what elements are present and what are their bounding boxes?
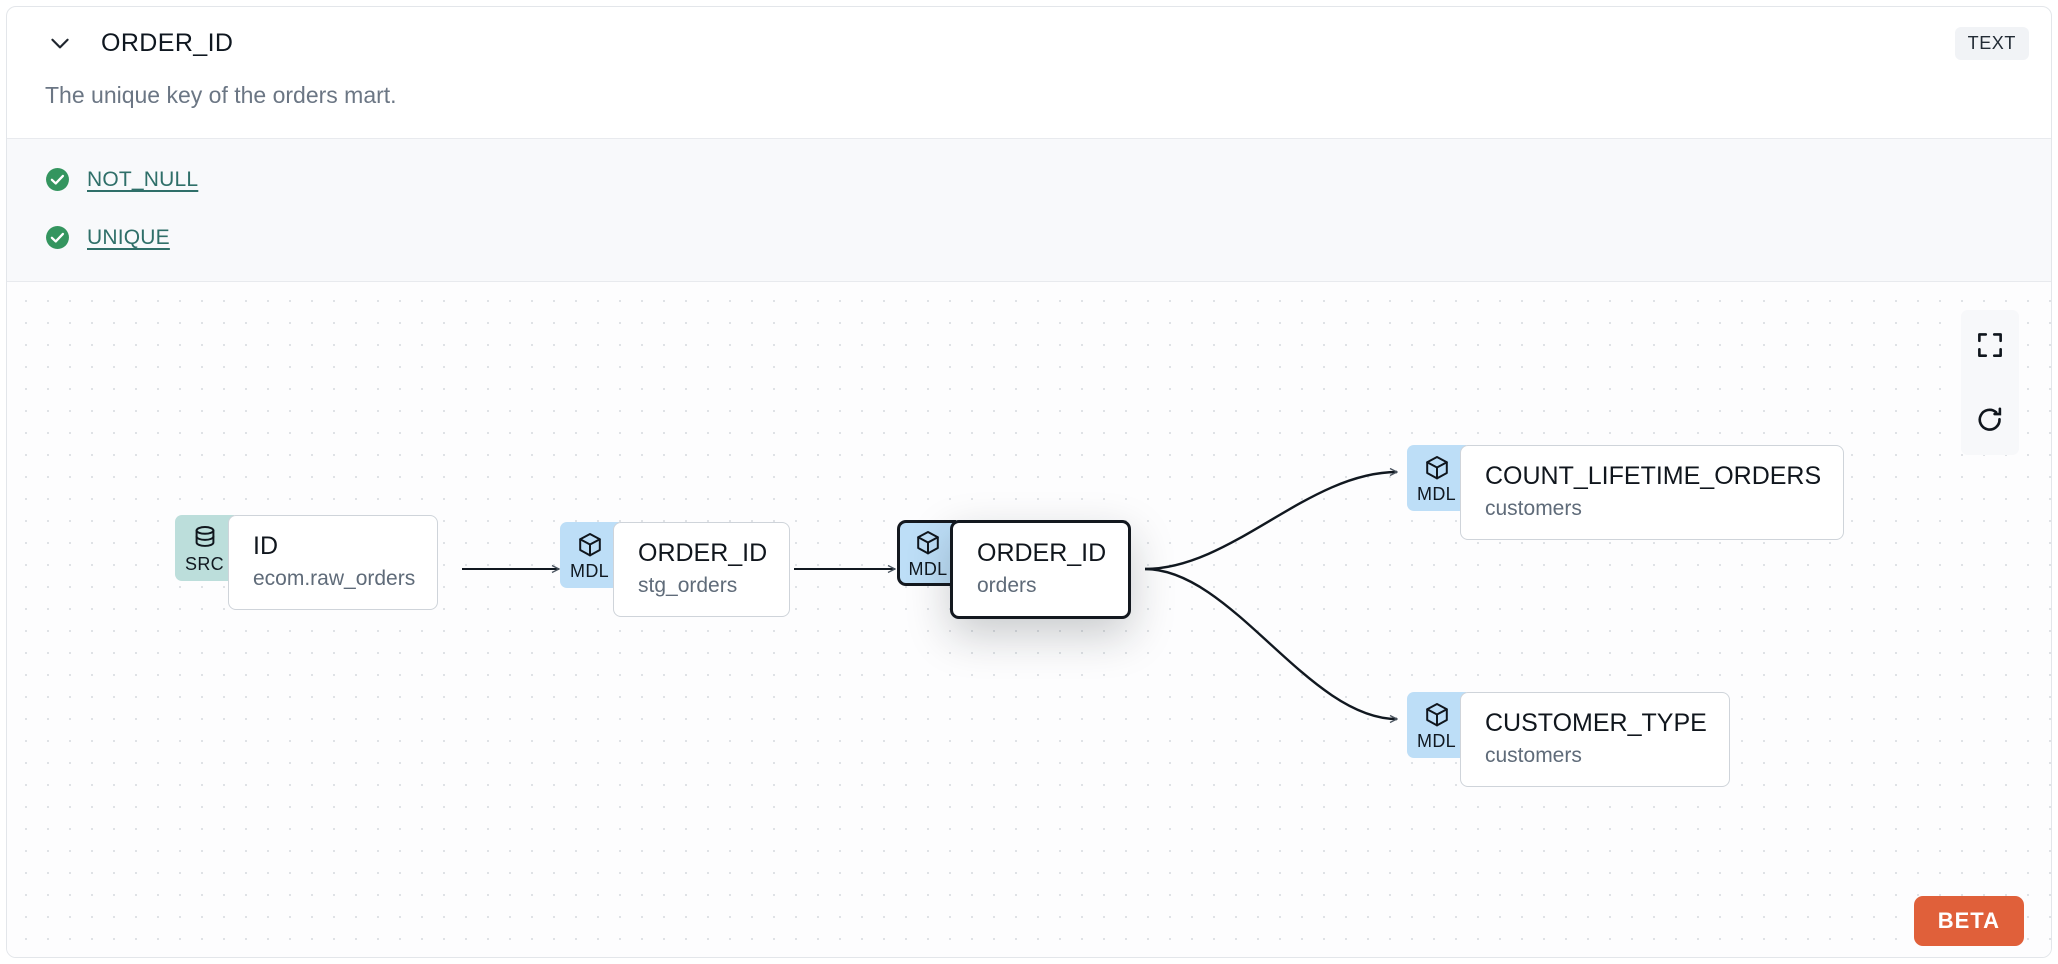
node-badge-mdl: MDL [1407,444,1466,511]
test-row: NOT_NULL [45,161,2013,199]
node-body: CUSTOMER_TYPE customers [1460,691,1730,788]
node-name: COUNT_LIFETIME_ORDERS [1485,461,1822,490]
node-badge-label: MDL [1417,483,1456,504]
node-body: ID ecom.raw_orders [228,514,439,611]
lineage-node-mdl-orders-selected[interactable]: MDL ORDER_ID orders [897,519,1132,620]
page-title: ORDER_ID [101,28,234,57]
test-link-not-null[interactable]: NOT_NULL [87,167,199,191]
node-body: COUNT_LIFETIME_ORDERS customers [1460,444,1845,541]
cube-icon [1425,455,1448,480]
node-badge-mdl: MDL [560,521,619,588]
cube-icon [917,530,939,555]
refresh-button[interactable] [1961,384,2019,455]
card-header: ORDER_ID TEXT [7,7,2051,79]
node-subtitle: stg_orders [638,574,738,598]
lineage-node-src-id[interactable]: SRC ID ecom.raw_orders [175,514,439,611]
column-detail-card: ORDER_ID TEXT The unique key of the orde… [6,6,2052,958]
chevron-down-icon[interactable] [45,28,75,58]
node-name: ORDER_ID [638,538,768,567]
test-link-unique[interactable]: UNIQUE [87,225,170,249]
node-badge-mdl: MDL [897,519,956,586]
node-subtitle: orders [977,574,1037,598]
node-badge-src: SRC [175,514,234,581]
tests-section: NOT_NULL UNIQUE [7,137,2051,282]
node-body: ORDER_ID orders [950,519,1132,620]
canvas-controls [1961,309,2019,455]
node-badge-label: SRC [185,553,224,574]
edge-orders-to-count-lifetime-orders [1144,472,1397,570]
fullscreen-icon [1978,332,2002,357]
beta-badge[interactable]: BETA [1913,895,2024,946]
lineage-node-mdl-count-lifetime-orders[interactable]: MDL COUNT_LIFETIME_ORDERS customers [1407,444,1845,541]
node-subtitle: customers [1485,497,1582,521]
node-badge-mdl: MDL [1407,691,1466,758]
lineage-edges [462,282,2051,958]
node-name: ORDER_ID [977,538,1107,567]
lineage-node-mdl-customer-type[interactable]: MDL CUSTOMER_TYPE customers [1407,691,1730,788]
column-description: The unique key of the orders mart. [45,82,397,108]
cube-icon [578,532,601,557]
lineage-canvas[interactable]: SRC ID ecom.raw_orders MDL ORDER_ID stg_… [7,281,2051,958]
node-subtitle: ecom.raw_orders [253,567,416,591]
test-row: UNIQUE [45,219,2013,257]
node-body: ORDER_ID stg_orders [613,521,791,618]
node-badge-label: MDL [1417,730,1456,751]
cube-icon [1425,702,1448,727]
node-badge-label: MDL [570,560,609,581]
node-name: ID [253,531,278,560]
check-circle-icon [46,226,69,250]
database-icon [195,525,214,547]
node-subtitle: customers [1485,744,1582,768]
refresh-icon [1978,407,2002,431]
lineage-node-mdl-stg-orders[interactable]: MDL ORDER_ID stg_orders [560,521,791,618]
check-circle-icon [46,168,69,192]
edge-orders-to-customer-type [1144,567,1397,719]
node-name: CUSTOMER_TYPE [1485,708,1707,737]
node-badge-label: MDL [908,558,948,579]
data-type-badge: TEXT [1954,26,2029,60]
fullscreen-button[interactable] [1961,309,2019,380]
